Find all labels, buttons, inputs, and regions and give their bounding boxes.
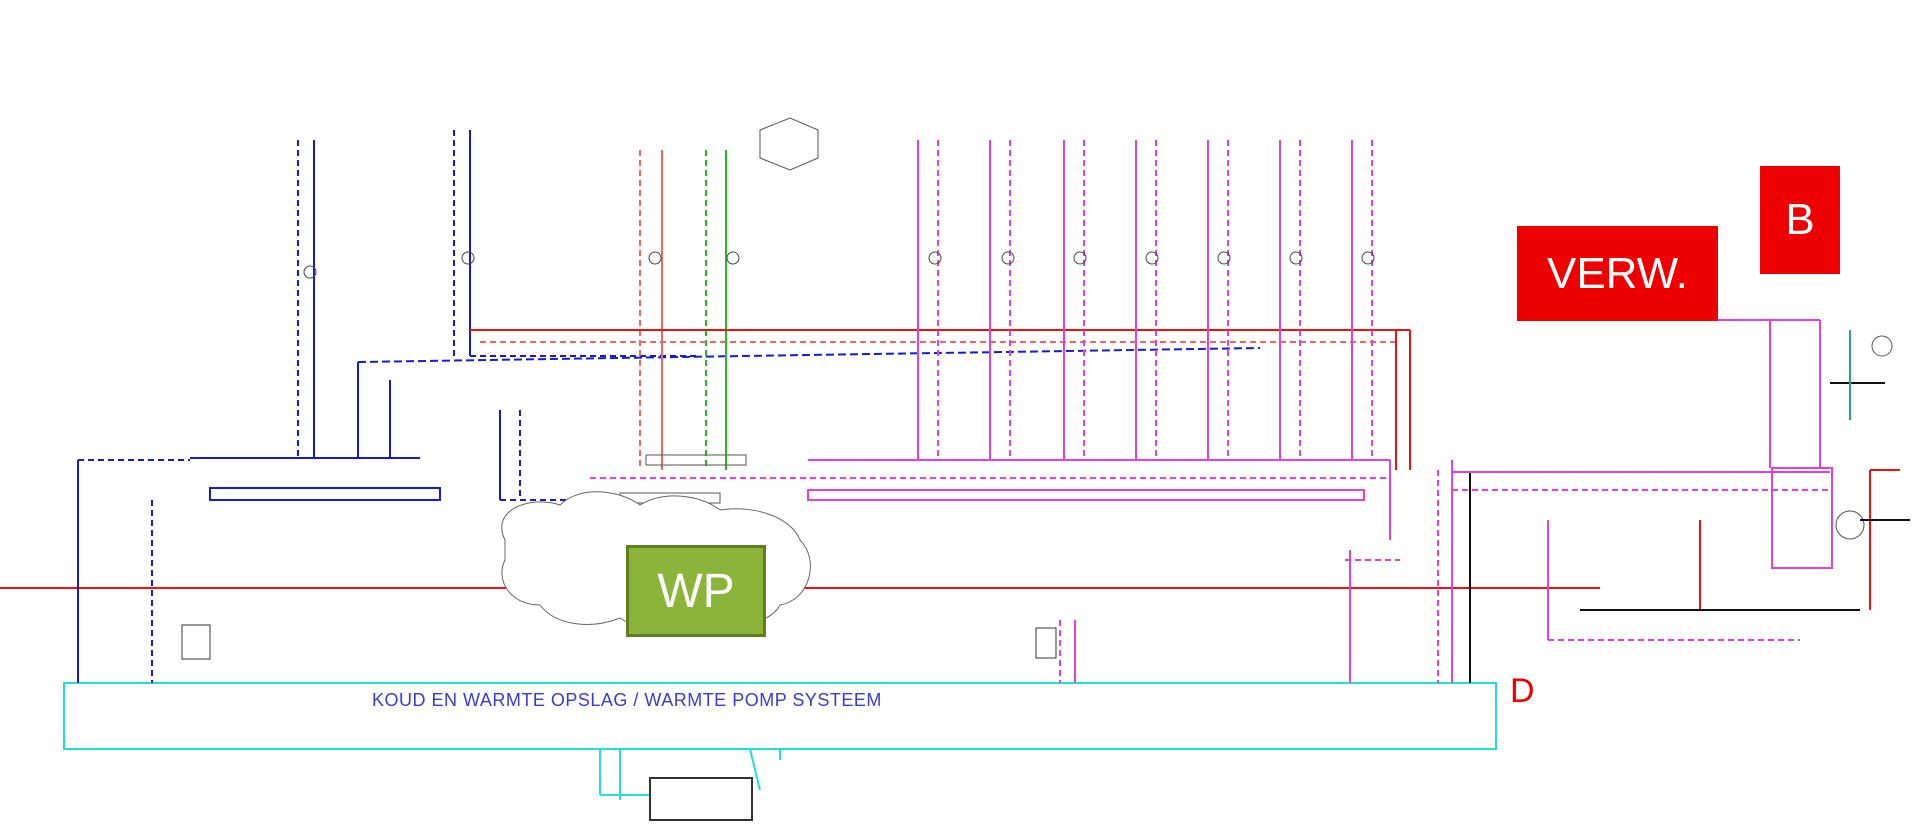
left-tank [181, 624, 211, 660]
d-label: D [1510, 672, 1535, 710]
wp-label: WP [626, 545, 766, 637]
hexagon-symbol [759, 117, 819, 171]
magenta-risers [590, 140, 1833, 683]
cyan-connections [599, 748, 781, 821]
verw-label: VERW. [1517, 226, 1718, 321]
b-label: B [1760, 166, 1840, 274]
center-risers [470, 150, 1410, 504]
storage-title: KOUD EN WARMTE OPSLAG / WARMTE POMP SYST… [372, 690, 882, 710]
right-hot-circuit [1395, 330, 1910, 683]
valve-symbols [303, 251, 1375, 279]
blue-circuit [77, 130, 1261, 683]
center-tank [1035, 627, 1057, 659]
